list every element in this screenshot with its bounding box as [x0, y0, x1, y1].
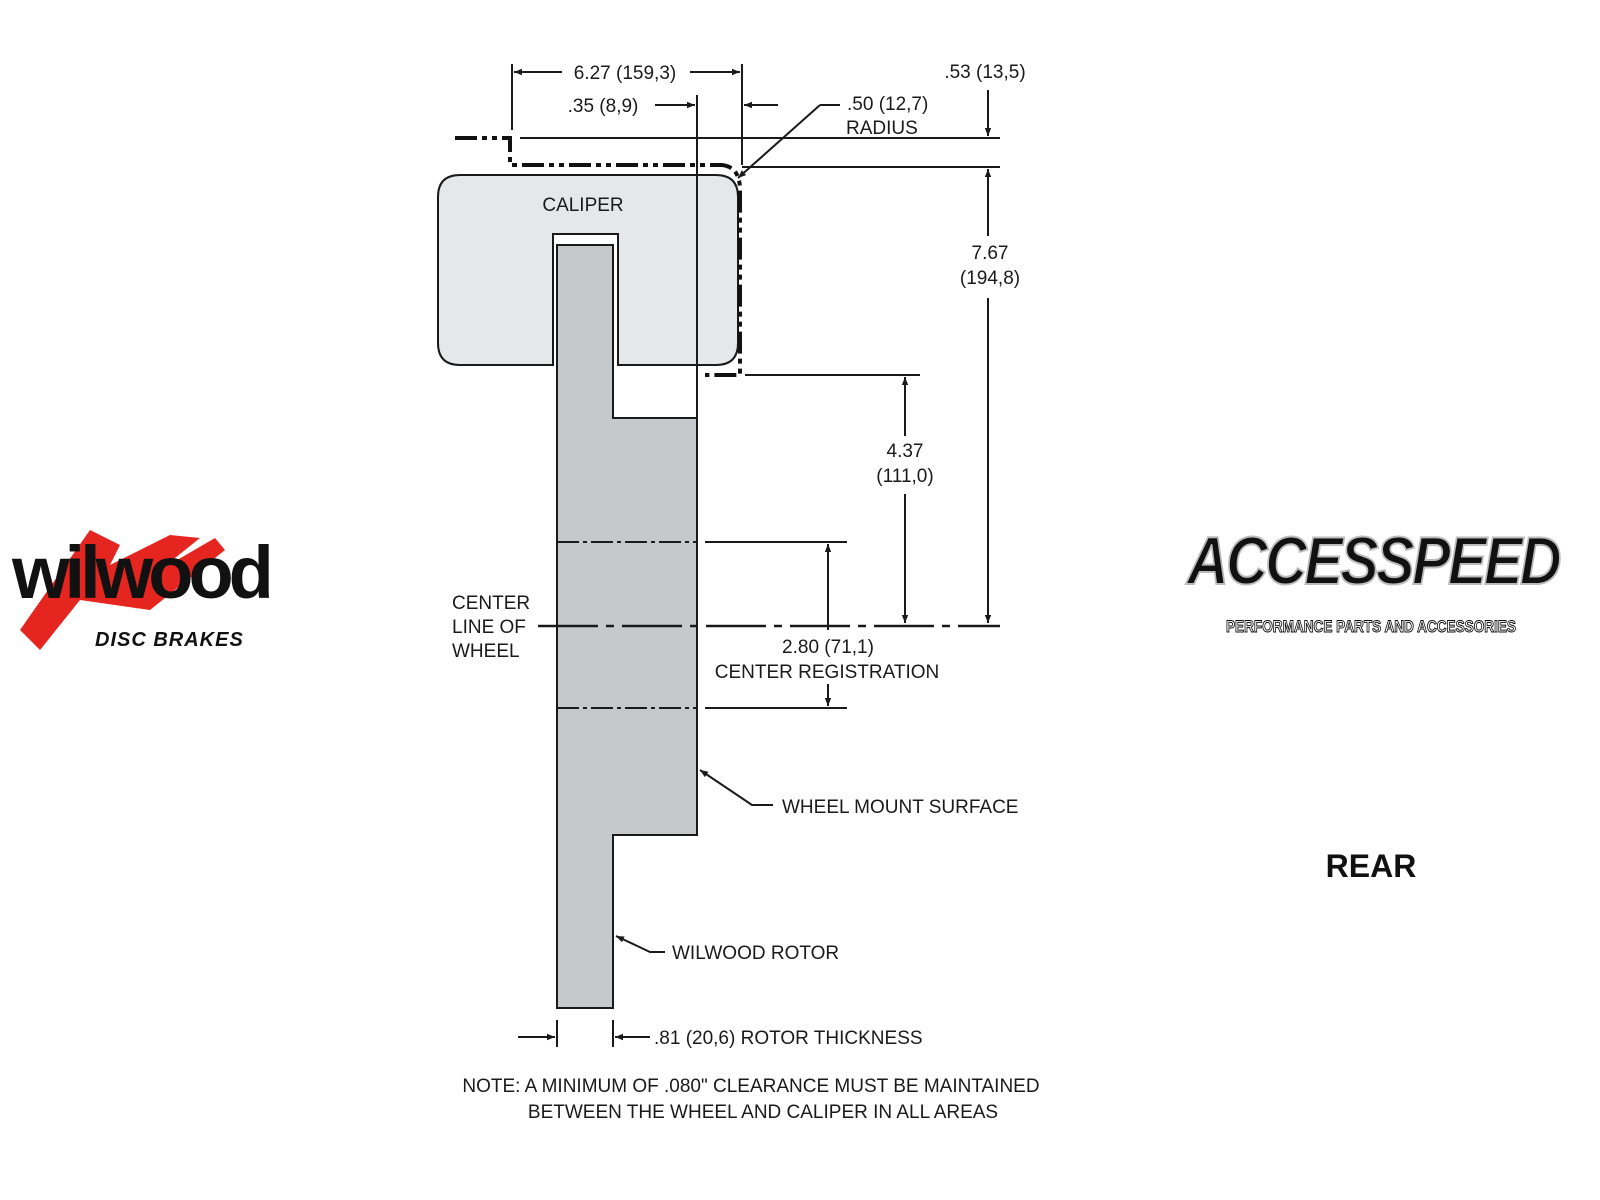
- accesspeed-logo: ACCESSPEED PERFORMANCE PARTS AND ACCESSO…: [1184, 522, 1564, 637]
- center-line-of-wheel: CENTER LINE OF WHEEL: [452, 593, 1000, 662]
- rotor-thickness-label: .81 (20,6) ROTOR THICKNESS: [654, 1028, 923, 1049]
- dim-radius-value: .50 (12,7): [847, 94, 928, 115]
- wilwood-logo: wilwood DISC BRAKES: [11, 530, 275, 651]
- caliper: CALIPER: [437, 174, 739, 366]
- position-label: REAR: [1326, 848, 1417, 884]
- dim-center-registration: 2.80 (71,1) CENTER REGISTRATION: [557, 541, 940, 709]
- note-line-1: NOTE: A MINIMUM OF .080" CLEARANCE MUST …: [462, 1076, 1039, 1097]
- dim-overall-width-label: 6.27 (159,3): [574, 63, 676, 84]
- registration-label: CENTER REGISTRATION: [715, 662, 940, 683]
- wilwood-swoosh-icon: [20, 530, 225, 650]
- dim-lower-in: 4.37: [887, 441, 924, 462]
- wilwood-wordmark: wilwood: [11, 531, 270, 614]
- dim-height-mm: (194,8): [960, 268, 1020, 289]
- dim-rotor-thickness: .81 (20,6) ROTOR THICKNESS: [518, 1020, 923, 1049]
- wheel-mount-surface-label: WHEEL MOUNT SURFACE: [782, 797, 1018, 818]
- dim-radius: .50 (12,7) RADIUS: [737, 94, 928, 179]
- dim-offset: .35 (8,9): [568, 95, 778, 418]
- dim-height-in: 7.67: [972, 243, 1009, 264]
- dim-height: 7.67 (194,8): [960, 169, 1020, 623]
- dim-offset-label: .35 (8,9): [568, 96, 639, 117]
- wilwood-tagline: DISC BRAKES: [95, 629, 244, 651]
- center-line-label-1: CENTER: [452, 593, 530, 614]
- callout-wilwood-rotor: WILWOOD ROTOR: [615, 935, 839, 964]
- dim-registration-label: 2.80 (71,1): [782, 637, 874, 658]
- center-line-label-2: LINE OF: [452, 617, 526, 638]
- dim-lower: 4.37 (111,0): [745, 374, 934, 623]
- dim-top-clearance-label: .53 (13,5): [944, 62, 1025, 83]
- dim-lower-mm: (111,0): [876, 466, 933, 487]
- callout-wheel-mount-surface: WHEEL MOUNT SURFACE: [699, 769, 1018, 818]
- accesspeed-tagline: PERFORMANCE PARTS AND ACCESSORIES: [1226, 617, 1516, 636]
- accesspeed-wordmark: ACCESSPEED: [1185, 523, 1560, 599]
- dim-radius-word: RADIUS: [846, 118, 918, 139]
- caliper-label: CALIPER: [542, 195, 623, 216]
- wheel-clearance-outline: [455, 136, 742, 377]
- note-line-2: BETWEEN THE WHEEL AND CALIPER IN ALL ARE…: [528, 1102, 998, 1123]
- dim-overall-width: 6.27 (159,3): [511, 63, 743, 165]
- dim-top-clearance: .53 (13,5): [944, 62, 1026, 136]
- center-line-label-3: WHEEL: [452, 641, 520, 662]
- wilwood-rotor-label: WILWOOD ROTOR: [672, 943, 839, 964]
